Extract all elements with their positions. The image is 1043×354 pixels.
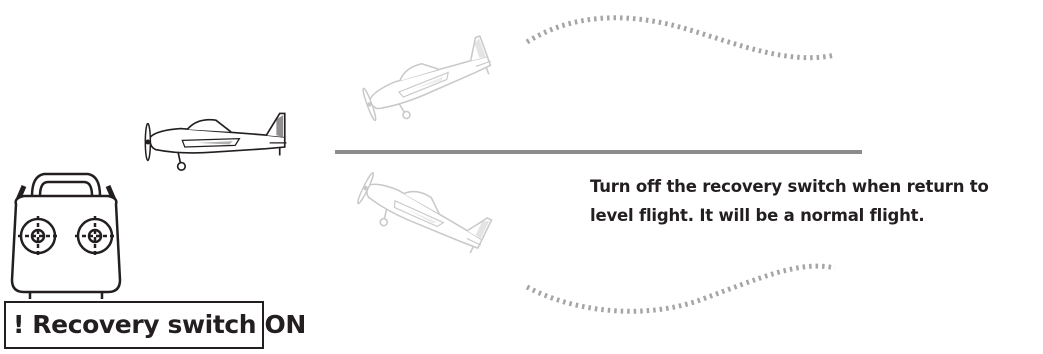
plane-nose-up-ghost: [358, 35, 499, 129]
flight-trail-lower: [527, 266, 835, 311]
flight-trail-upper: [527, 18, 835, 58]
plane-nose-down-ghost: [352, 163, 493, 268]
plane-level: [145, 113, 286, 170]
caption-line-1: Turn off the recovery switch when return…: [590, 172, 1040, 201]
transmitter-icon: [12, 174, 120, 299]
recovery-caption: Turn off the recovery switch when return…: [590, 172, 1040, 230]
caption-line-2: level flight. It will be a normal flight…: [590, 201, 1040, 230]
recovery-switch-label: ! Recovery switch ON: [4, 301, 264, 349]
